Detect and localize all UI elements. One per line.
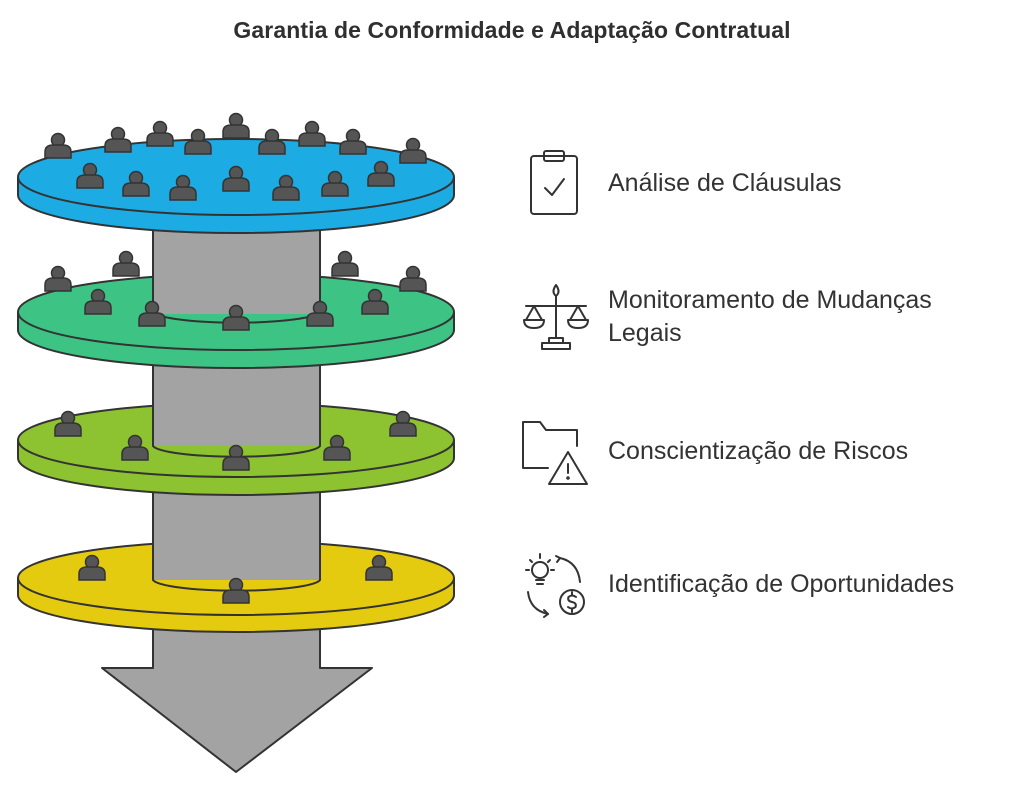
legend-item-opportunity: Identificação de Oportunidades — [520, 550, 954, 620]
funnel-diagram — [17, 112, 455, 773]
clipboard-check-icon — [530, 150, 578, 215]
idea-money-cycle-icon — [525, 553, 585, 618]
legend-label-2a: Monitoramento de Mudanças — [608, 286, 932, 314]
legend-item-clause-analysis: Análise de Cláusulas — [520, 148, 841, 218]
scales-icon — [523, 284, 589, 350]
diagram-title: Garantia de Conformidade e Adaptação Con… — [233, 17, 791, 43]
legend-label-3: Conscientização de Riscos — [608, 437, 909, 465]
column-segment-4 — [152, 490, 321, 592]
legend-label-2b: Legais — [608, 319, 682, 347]
legend-label-4: Identificação de Oportunidades — [608, 570, 955, 598]
legend-label-1: Análise de Cláusulas — [608, 169, 842, 197]
down-arrow — [101, 625, 373, 773]
legend-item-legal-monitoring: Monitoramento de Mudanças Legais — [520, 282, 932, 352]
folder-warning-icon — [522, 421, 588, 485]
legend-item-risk-awareness: Conscientização de Riscos — [520, 418, 908, 488]
